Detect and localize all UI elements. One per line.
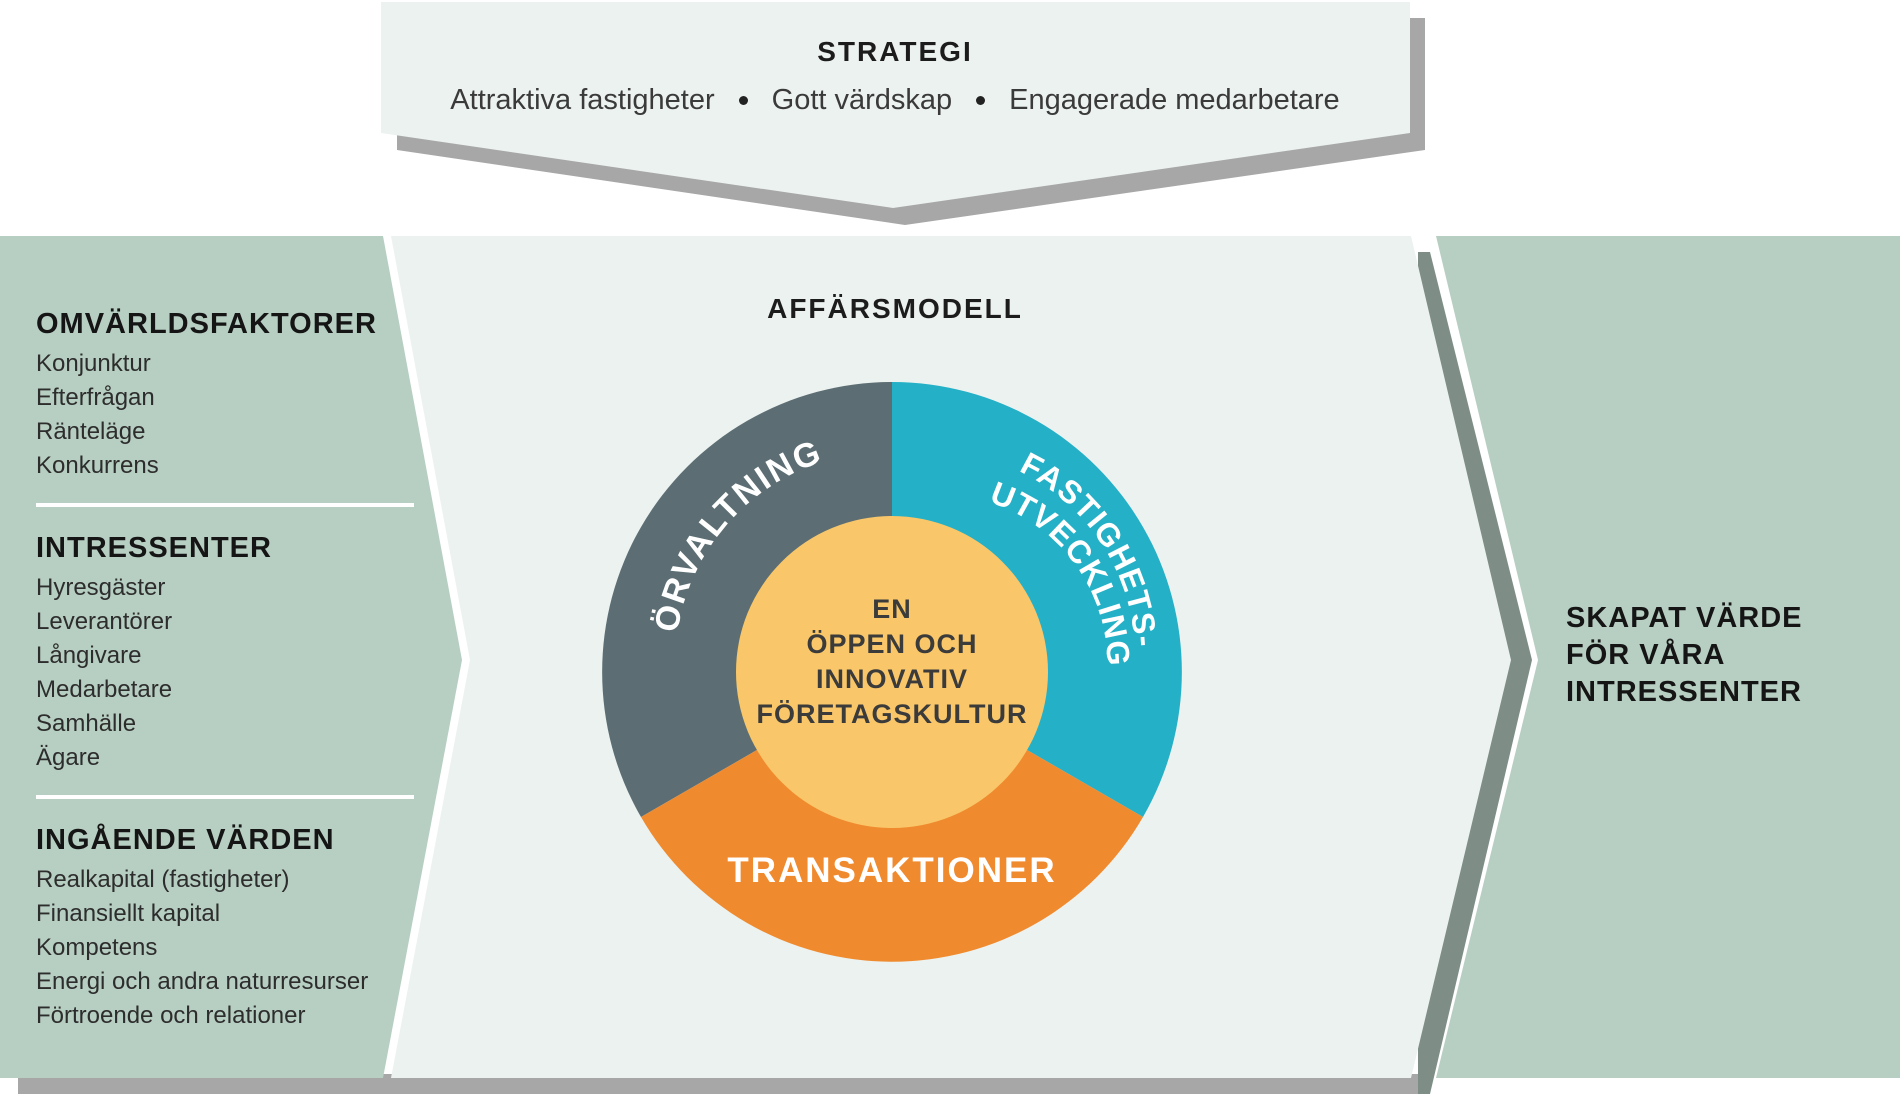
list-item: Energi och andra naturresurser <box>36 968 369 995</box>
list-item: Realkapital (fastigheter) <box>36 866 290 893</box>
section-stakeholders: INTRESSENTER Hyresgäster Leverantörer Lå… <box>36 529 416 775</box>
bullet-dot <box>976 96 986 105</box>
bullet-dot <box>738 96 748 105</box>
strategy-banner <box>381 2 1410 208</box>
section-title: OMVÄRLDSFAKTORER <box>36 308 377 340</box>
strategy-item: Gott värdskap <box>771 84 953 116</box>
list-item: Ägare <box>36 744 101 771</box>
left-panel <box>0 236 462 1078</box>
core-line: INNOVATIV <box>815 664 968 694</box>
strategy-items: Attraktiva fastigheter Gott värdskap Eng… <box>380 84 1410 117</box>
list-item: Ränteläge <box>36 418 146 445</box>
list-item: Konjunktur <box>36 350 151 377</box>
business-model-title: AFFÄRSMODELL <box>767 293 1023 324</box>
outcome-line: FÖR VÅRA <box>1566 639 1726 671</box>
list-item: Långivare <box>36 642 142 669</box>
core-line: EN <box>872 594 912 624</box>
section-title: INGÅENDE VÄRDEN <box>36 824 335 856</box>
bottom-shadow <box>18 1074 1428 1094</box>
list-item: Hyresgäster <box>36 574 166 601</box>
list-item: Konkurrens <box>36 452 159 479</box>
core-line: ÖPPEN OCH <box>806 629 978 659</box>
label-management: FÖRVALTNING <box>0 0 827 635</box>
right-panel <box>1436 236 1900 1078</box>
section-external-factors: OMVÄRLDSFAKTORER Konjunktur Efterfrågan … <box>36 305 416 483</box>
label-transactions: TRANSAKTIONER <box>727 851 1056 890</box>
list-item: Medarbetare <box>36 676 173 703</box>
list-item: Kompetens <box>36 934 158 961</box>
outcome-line: INTRESSENTER <box>1566 676 1802 708</box>
strategy-item: Engagerade medarbetare <box>1009 84 1340 116</box>
list-item: Finansiellt kapital <box>36 900 221 927</box>
section-divider <box>36 795 414 799</box>
strategy-title: STRATEGI <box>817 36 973 67</box>
outcome-title: SKAPAT VÄRDE FÖR VÅRA INTRESSENTER <box>1566 600 1803 711</box>
list-item: Förtroende och relationer <box>36 1002 306 1029</box>
core-circle <box>736 516 1048 828</box>
list-item: Leverantörer <box>36 608 173 635</box>
strategy-item: Attraktiva fastigheter <box>450 84 715 116</box>
core-line: FÖRETAGSKULTUR <box>756 699 1028 729</box>
outcome-line: SKAPAT VÄRDE <box>1566 602 1803 634</box>
list-item: Efterfrågan <box>36 384 155 411</box>
section-input-values: INGÅENDE VÄRDEN Realkapital (fastigheter… <box>36 821 416 1033</box>
section-title: INTRESSENTER <box>36 532 272 564</box>
section-divider <box>36 503 414 507</box>
core-culture-label: EN ÖPPEN OCH INNOVATIV FÖRETAGSKULTUR <box>737 592 1047 732</box>
left-column: OMVÄRLDSFAKTORER Konjunktur Efterfrågan … <box>36 305 416 1033</box>
list-item: Samhälle <box>36 710 137 737</box>
